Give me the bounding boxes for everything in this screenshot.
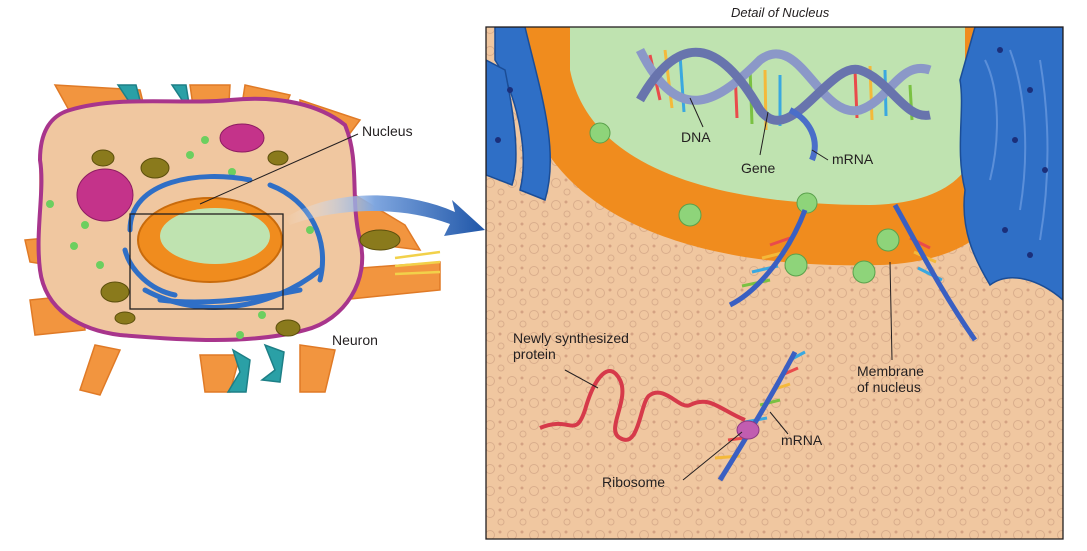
detail-frame — [485, 26, 1064, 540]
ribosome-label: Ribosome — [602, 474, 666, 490]
gene-label: Gene — [741, 160, 776, 176]
nucleus-leader-line — [199, 133, 359, 205]
mrna-strands — [728, 203, 978, 342]
neuron-illustration — [24, 84, 441, 396]
detail-title: Detail of Nucleus — [731, 5, 830, 20]
curved-arrow-icon — [285, 195, 485, 236]
neuron-label: Neuron — [332, 332, 378, 348]
dna-label: DNA — [681, 129, 711, 145]
nucleus-detail-panel — [486, 27, 1063, 539]
membrane-label: Membrane of nucleus — [857, 363, 924, 395]
protein-chain — [539, 369, 746, 442]
dna-helix — [635, 47, 932, 162]
protein-label: Newly synthesized protein — [513, 330, 629, 362]
mrna-bottom-label: mRNA — [781, 432, 823, 448]
nucleus-label: Nucleus — [362, 123, 413, 139]
ribosome-shape — [736, 420, 760, 440]
mrna-top-label: mRNA — [832, 151, 874, 167]
